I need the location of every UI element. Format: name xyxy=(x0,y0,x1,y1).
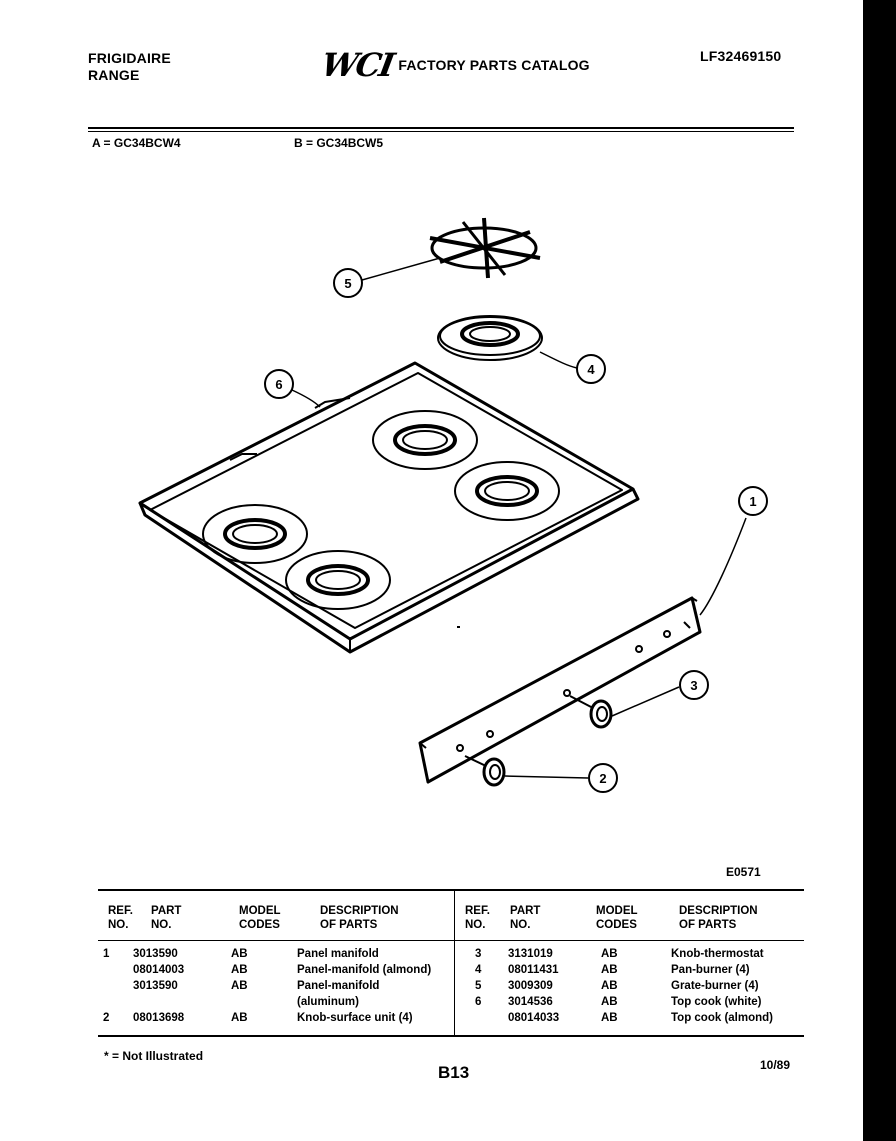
callout-1-label: 1 xyxy=(749,494,756,509)
callout-4: 4 xyxy=(576,354,606,384)
diagram-code: E0571 xyxy=(726,865,761,879)
catalog-page: FRIGIDAIRE RANGE WCI FACTORY PARTS CATAL… xyxy=(0,0,863,1141)
callout-1: 1 xyxy=(738,486,768,516)
right-col-codes: AB AB AB AB AB xyxy=(601,948,618,1024)
callout-6-label: 6 xyxy=(275,377,282,392)
product-type: RANGE xyxy=(88,67,140,83)
catalog-title: FACTORY PARTS CATALOG xyxy=(398,57,590,73)
revision-date: 10/89 xyxy=(760,1058,791,1072)
header-ref-right: REF.NO. xyxy=(465,905,490,931)
model-b: B = GC34BCW5 xyxy=(294,136,384,150)
callout-4-label: 4 xyxy=(587,362,595,377)
burner-pan-illustration xyxy=(437,315,543,361)
table-top-rule xyxy=(98,889,804,891)
callout-5: 5 xyxy=(333,268,363,298)
catalog-heading: WCI FACTORY PARTS CATALOG xyxy=(318,46,590,84)
cooktop-illustration xyxy=(138,361,640,654)
callout-2: 2 xyxy=(588,763,618,793)
catalog-number: LF32469150 xyxy=(700,48,782,64)
knob-thermostat-illustration xyxy=(569,695,613,729)
left-col-part: 3013590 08014003 3013590 08013698 xyxy=(133,948,185,1024)
table-bottom-rule xyxy=(98,1035,804,1037)
callout-6: 6 xyxy=(264,369,294,399)
header-rule-thin xyxy=(88,131,794,132)
right-col-ref: 3 4 5 6 xyxy=(475,948,482,1008)
callout-3: 3 xyxy=(679,670,709,700)
model-a: A = GC34BCW4 xyxy=(92,136,181,150)
left-col-ref: 1 2 xyxy=(103,948,110,1024)
brand-name: FRIGIDAIRE xyxy=(88,50,171,66)
right-col-desc: Knob-thermostat Pan-burner (4) Grate-bur… xyxy=(671,948,774,1024)
left-col-codes: AB AB AB AB xyxy=(231,948,248,1024)
left-col-desc: Panel manifold Panel-manifold (almond) P… xyxy=(297,948,432,1024)
header-ref: REF.NO. xyxy=(108,905,133,931)
right-col-part: 3131019 08011431 3009309 3014536 0801403… xyxy=(508,948,560,1024)
table-row-ref: 1 xyxy=(103,948,110,960)
callout-5-label: 5 xyxy=(344,276,351,291)
not-illustrated-note: * = Not Illustrated xyxy=(104,1049,204,1063)
header-rule xyxy=(88,127,794,129)
page-number: B13 xyxy=(438,1063,470,1082)
callout-2-label: 2 xyxy=(599,771,606,786)
panel-manifold-illustration xyxy=(418,596,702,784)
table-header-rule xyxy=(98,940,804,941)
brand-block: FRIGIDAIRE RANGE xyxy=(88,50,171,84)
table-divider xyxy=(454,889,455,1037)
exploded-parts-diagram: 1 2 3 4 5 6 xyxy=(138,217,768,793)
burner-grate-illustration xyxy=(429,217,541,279)
callout-3-label: 3 xyxy=(690,678,697,693)
knob-surface-illustration xyxy=(464,755,506,787)
wci-logo: WCI xyxy=(318,46,396,84)
